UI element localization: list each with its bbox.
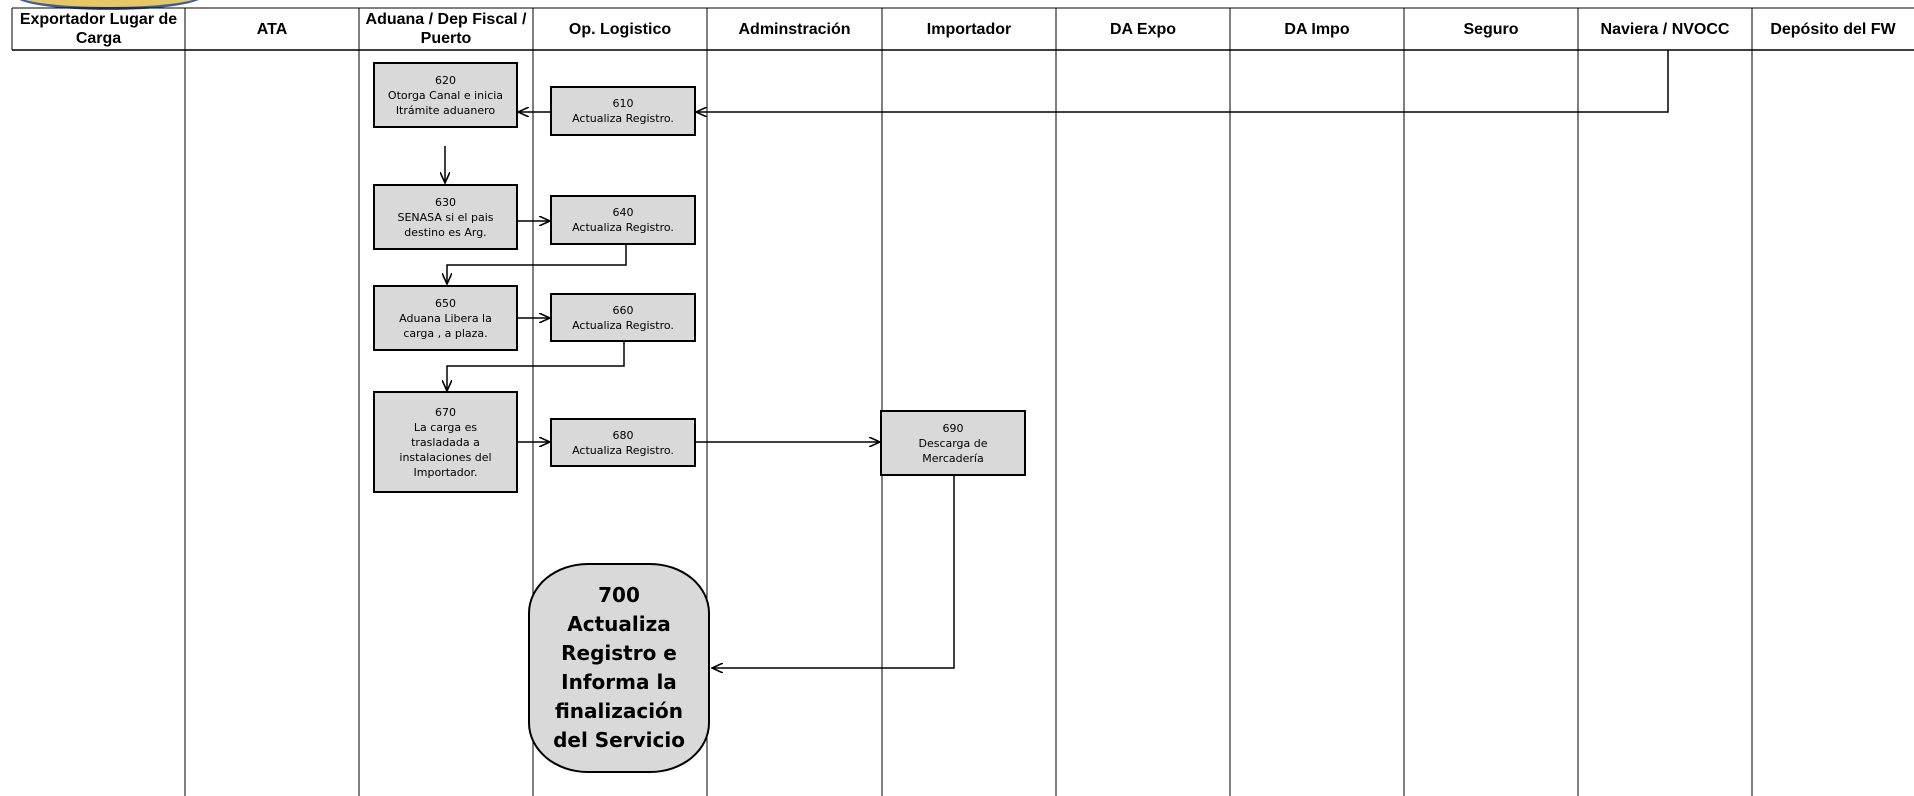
lane-header-naviera: Naviera / NVOCC <box>1600 20 1730 38</box>
step-620-box: 620 Otorga Canal e inicia Itrámite aduan… <box>373 62 518 128</box>
arrow-690-to-700 <box>712 474 955 668</box>
step-690-text: 690 Descarga de Mercadería <box>918 421 988 465</box>
arrow-naviera-to-610 <box>696 50 1669 112</box>
step-670-box: 670 La carga es trasladada a instalacion… <box>373 391 518 493</box>
lane-header-deposito: Depósito del FW <box>1770 20 1896 38</box>
lane-header-aduana: Aduana / Dep Fiscal / Puerto <box>365 11 527 47</box>
lane-header-op-logistico: Op. Logistico <box>568 20 672 38</box>
step-610-box: 610 Actualiza Registro. <box>550 86 696 136</box>
step-690-box: 690 Descarga de Mercadería <box>880 410 1026 476</box>
step-660-text: 660 Actualiza Registro. <box>572 303 674 332</box>
step-630-box: 630 SENASA si el pais destino es Arg. <box>373 184 518 250</box>
step-700-text: 700 Actualiza Registro e Informa la fina… <box>553 583 685 752</box>
lane-header-seguro: Seguro <box>1463 20 1519 38</box>
step-700-terminator: 700 Actualiza Registro e Informa la fina… <box>528 563 710 773</box>
step-680-box: 680 Actualiza Registro. <box>550 418 696 467</box>
step-610-text: 610 Actualiza Registro. <box>572 97 674 125</box>
arrow-640-to-650 <box>447 245 627 284</box>
lane-header-da-impo: DA Impo <box>1284 20 1350 38</box>
step-670-text: 670 La carga es trasladada a instalacion… <box>399 405 492 479</box>
step-680-text: 680 Actualiza Registro. <box>572 428 674 457</box>
step-660-box: 660 Actualiza Registro. <box>550 293 696 342</box>
lane-header-da-expo: DA Expo <box>1109 20 1177 38</box>
step-640-box: 640 Actualiza Registro. <box>550 195 696 245</box>
step-630-text: 630 SENASA si el pais destino es Arg. <box>397 195 494 239</box>
lane-header-exportador: Exportador Lugar de Carga <box>19 11 178 47</box>
lane-header-importador: Importador <box>926 20 1012 38</box>
lane-header-ata: ATA <box>256 20 288 38</box>
arrow-660-to-670 <box>447 342 625 391</box>
step-620-text: 620 Otorga Canal e inicia Itrámite aduan… <box>387 73 504 117</box>
lane-header-administracion: Adminstración <box>738 20 851 38</box>
step-640-text: 640 Actualiza Registro. <box>572 206 674 234</box>
step-650-text: 650 Aduana Libera la carga , a plaza. <box>399 296 492 340</box>
step-650-box: 650 Aduana Libera la carga , a plaza. <box>373 285 518 351</box>
